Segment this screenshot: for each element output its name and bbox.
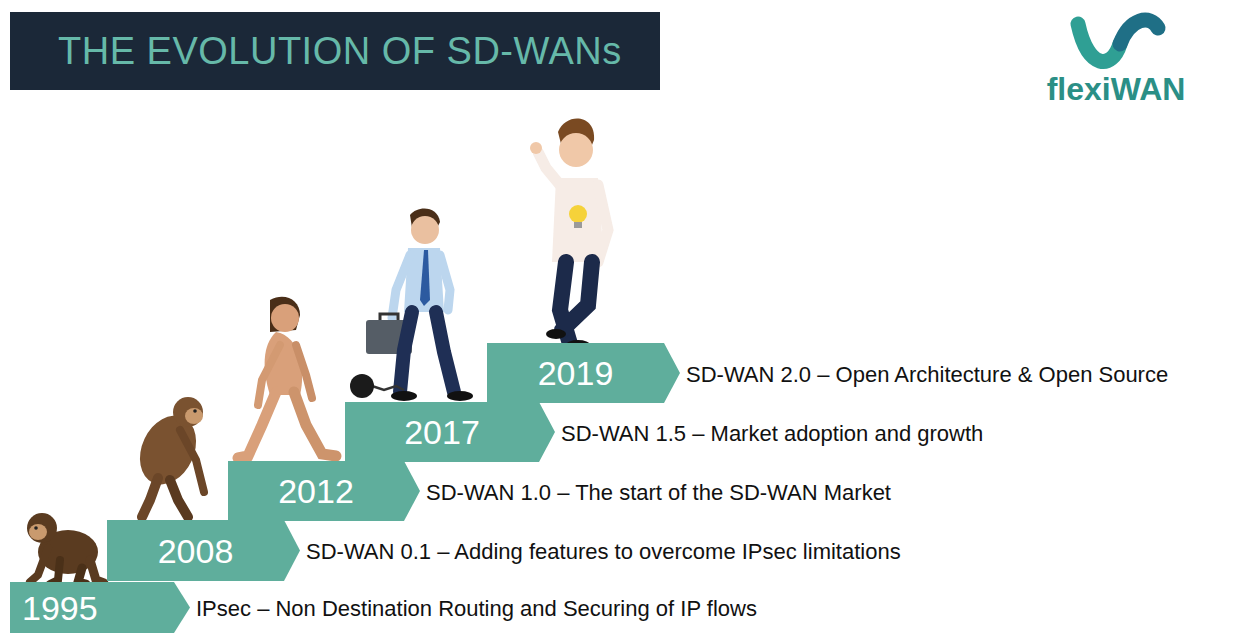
year-label: 2012: [278, 474, 354, 508]
year-label: 2008: [158, 534, 234, 568]
businessman-figure: [350, 209, 473, 401]
logo-mark: [1078, 20, 1158, 61]
year-label: 2017: [404, 415, 480, 449]
year-step: 2012: [228, 461, 420, 521]
chimp-figure: [27, 513, 104, 584]
title-banner: THE EVOLUTION OF SD-WANs: [10, 12, 660, 90]
year-step: 2019: [487, 343, 680, 403]
ape-figure: [129, 397, 207, 517]
modern-man-figure: [530, 119, 608, 350]
step-description: SD-WAN 1.5 – Market adoption and growth: [561, 422, 983, 446]
year-step: 1995: [10, 582, 190, 633]
step-description: SD-WAN 2.0 – Open Architecture & Open So…: [686, 363, 1168, 387]
caveman-figure: [238, 297, 336, 458]
year-step: 2008: [107, 520, 300, 581]
year-label: 2019: [538, 356, 614, 390]
step-description: SD-WAN 0.1 – Adding features to overcome…: [306, 540, 901, 564]
step-description: SD-WAN 1.0 – The start of the SD-WAN Mar…: [426, 481, 891, 505]
year-label: 1995: [22, 591, 98, 625]
year-step: 2017: [345, 402, 555, 462]
title-text: THE EVOLUTION OF SD-WANs: [58, 12, 622, 90]
logo-text: flexiWAN: [1047, 72, 1186, 107]
step-description: IPsec – Non Destination Routing and Secu…: [196, 597, 757, 621]
